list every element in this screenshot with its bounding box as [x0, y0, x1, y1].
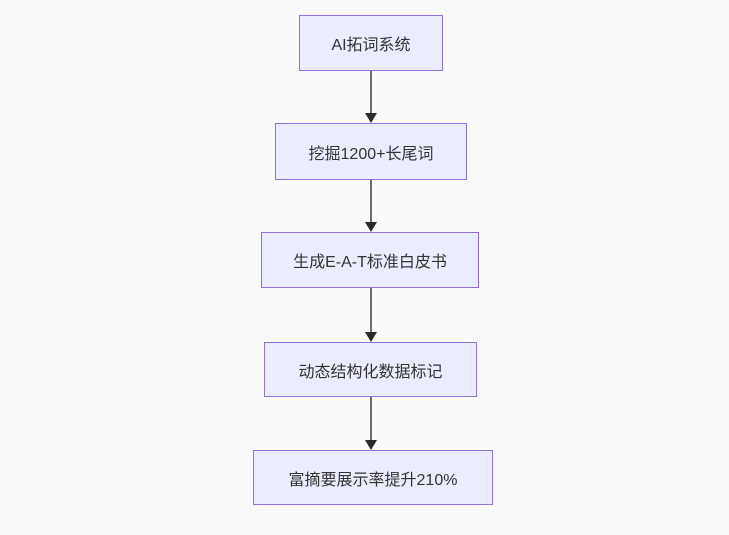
arrowhead-down-icon: [365, 332, 377, 342]
arrowhead-down-icon: [365, 440, 377, 450]
flowchart-node-longtail-mining: 挖掘1200+长尾词: [275, 123, 467, 180]
edge-line-3-4: [370, 288, 372, 333]
edge-line-4-5: [370, 397, 372, 441]
flowchart-node-eat-whitepaper: 生成E-A-T标准白皮书: [261, 232, 479, 288]
arrowhead-down-icon: [365, 222, 377, 232]
node-label: 富摘要展示率提升210%: [288, 471, 458, 489]
flowchart-node-structured-data-markup: 动态结构化数据标记: [264, 342, 477, 397]
node-label: 生成E-A-T标准白皮书: [293, 254, 447, 271]
flowchart-node-ai-word-expansion: AI拓词系统: [299, 15, 443, 71]
edge-line-2-3: [370, 180, 372, 223]
flowchart-node-rich-snippet-result: 富摘要展示率提升210%: [253, 450, 493, 505]
edge-line-1-2: [370, 71, 372, 114]
node-label: AI拓词系统: [331, 37, 411, 54]
arrowhead-down-icon: [365, 113, 377, 123]
node-label: 动态结构化数据标记: [298, 363, 443, 381]
node-label: 挖掘1200+长尾词: [308, 145, 434, 163]
